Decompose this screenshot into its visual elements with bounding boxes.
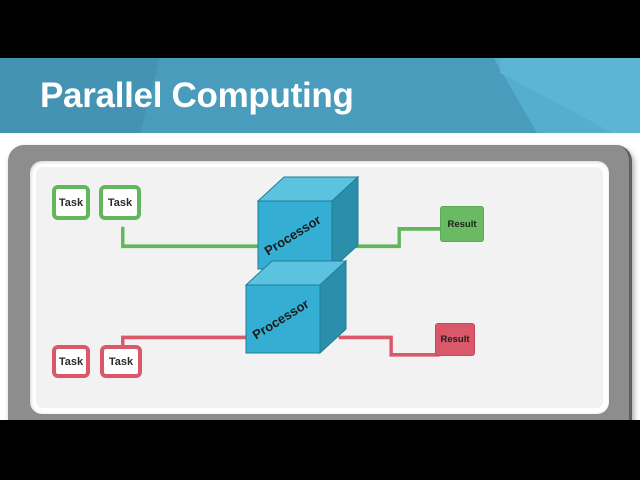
processor-cube-red[interactable]: Processor — [242, 257, 350, 357]
task-box-green-2[interactable]: Task — [99, 185, 141, 220]
wire-red-output — [338, 335, 440, 357]
task-label: Task — [58, 355, 84, 368]
task-box-red-2[interactable]: Task — [100, 345, 142, 378]
monitor-screen: Task Task Processor — [36, 167, 603, 408]
page-title: Parallel Computing — [40, 75, 354, 115]
banner-facet-mid — [262, 58, 462, 133]
letterbox-top — [0, 0, 640, 58]
cube-front-face — [245, 284, 321, 354]
task-box-red-1[interactable]: Task — [52, 345, 90, 378]
result-label: Result — [440, 334, 470, 345]
result-box-green[interactable]: Result — [440, 206, 484, 242]
task-label: Task — [107, 196, 133, 209]
banner-facet-corner — [500, 58, 640, 133]
task-label: Task — [58, 196, 84, 209]
title-banner: Parallel Computing — [0, 58, 640, 133]
result-label: Result — [447, 218, 477, 230]
slide-stage: Parallel Computing — [0, 58, 640, 420]
letterbox-bottom — [0, 420, 640, 480]
banner-facet-left — [0, 58, 270, 133]
result-box-red[interactable]: Result — [435, 323, 475, 356]
task-box-green-1[interactable]: Task — [52, 185, 90, 220]
parallel-computing-diagram: Task Task Processor — [36, 167, 603, 408]
monitor-frame: Task Task Processor — [8, 145, 632, 420]
wire-green-input — [121, 226, 264, 249]
monitor-inner-bezel: Task Task Processor — [30, 161, 609, 414]
task-label: Task — [108, 355, 134, 368]
wire-green-output — [338, 227, 445, 249]
processor-cube-green[interactable]: Processor — [254, 173, 362, 273]
